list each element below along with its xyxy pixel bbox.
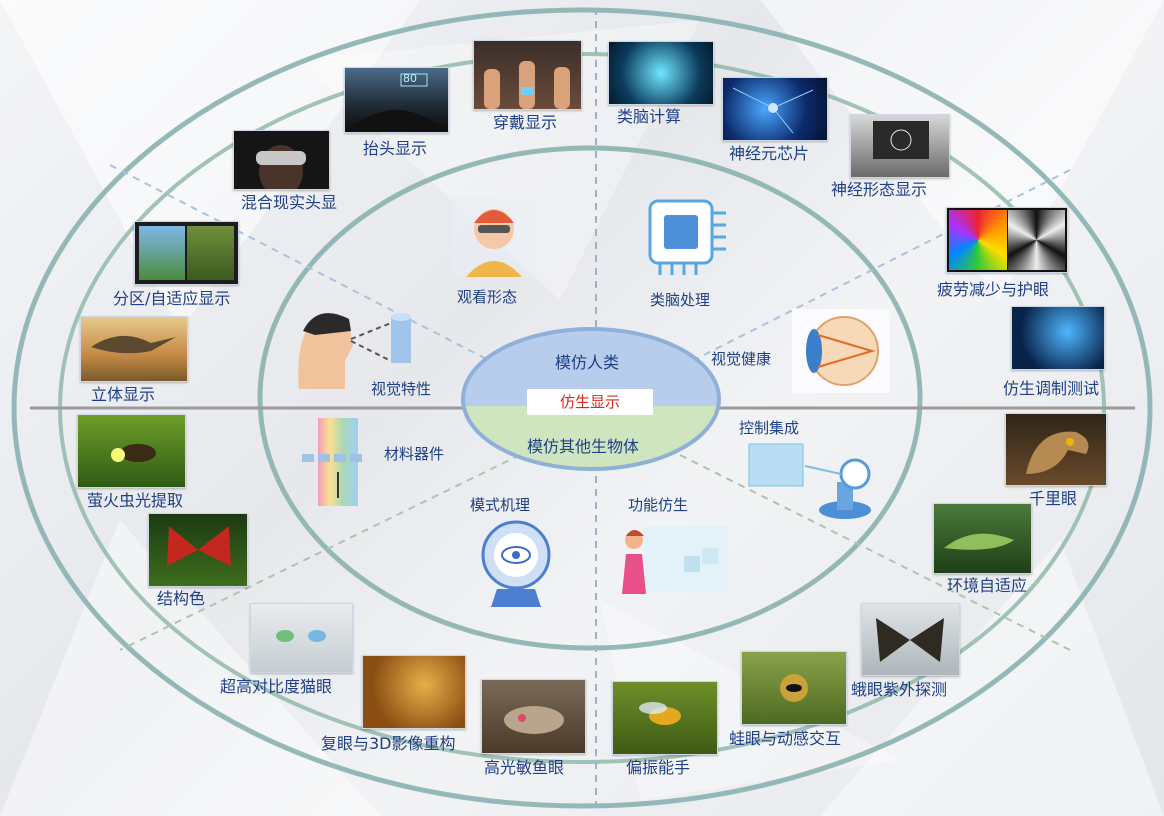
viewer-avatar-icon (452, 197, 538, 277)
moth-eye-label: 蛾眼紫外探测 (851, 681, 947, 699)
center-title-badge: 仿生显示 (527, 389, 653, 415)
eyeball-diagram-icon (792, 309, 890, 393)
center-bottom-label: 模仿其他生物体 (527, 433, 639, 457)
mixed-reality-headset-image (233, 130, 330, 190)
brain-like-processing-label: 类脑处理 (650, 291, 710, 309)
stereo-display-label: 立体显示 (91, 386, 155, 404)
butterfly-image (148, 513, 248, 587)
heads-up-display-label: 抬头显示 (363, 140, 427, 158)
zoned-adaptive-label: 分区/自适应显示 (113, 290, 230, 308)
visual-health-label: 视觉健康 (711, 350, 771, 368)
bionic-modulation-image (1011, 306, 1105, 370)
bionic-modulation-label: 仿生调制测试 (1003, 380, 1099, 398)
visual-characteristics-label: 视觉特性 (371, 380, 431, 398)
neuron-chip-image (722, 77, 828, 141)
cat-eye-label: 超高对比度猫眼 (220, 678, 332, 696)
presenter-icon (614, 520, 730, 598)
function-bionics-label: 功能仿生 (628, 496, 688, 514)
cat-eye-image (250, 603, 353, 673)
moth-image (861, 603, 960, 676)
stereo-dinosaur-image (80, 316, 188, 382)
eagle-image (1005, 413, 1107, 486)
frog-eye-label: 蛙眼与动感交互 (729, 730, 841, 748)
control-integration-icon (745, 440, 895, 522)
brain-computing-image (608, 41, 714, 105)
neuromorphic-display-image (850, 114, 950, 178)
environment-adaptive-label: 环境自适应 (947, 577, 1027, 595)
materials-devices-label: 材料器件 (384, 445, 444, 463)
zoned-display-image (134, 221, 239, 285)
firefly-image (77, 414, 186, 488)
mixed-reality-label: 混合现实头显 (241, 194, 337, 212)
mode-mechanism-label: 模式机理 (470, 496, 530, 514)
fatigue-eye-care-label: 疲劳减少与护眼 (937, 281, 1049, 299)
chameleon-image (933, 503, 1032, 574)
hud-speed-readout: 80 (403, 72, 417, 85)
wearable-hands-image (473, 40, 582, 110)
eagle-eye-label: 千里眼 (1029, 490, 1077, 508)
control-integration-label: 控制集成 (739, 419, 799, 437)
visual-characteristics-icon (295, 301, 425, 389)
frog-eye-image (741, 651, 847, 725)
firefly-extraction-label: 萤火虫光提取 (87, 492, 183, 510)
center-top-label: 模仿人类 (555, 349, 619, 373)
fish-eye-image (481, 679, 586, 754)
webcam-eye-icon (479, 517, 553, 609)
wearable-display-label: 穿戴显示 (493, 114, 557, 132)
fatigue-test-pattern-image (946, 207, 1068, 273)
polarization-label: 偏振能手 (626, 759, 690, 777)
hud-dashboard-image: 80 (344, 67, 449, 133)
neuron-chip-label: 神经元芯片 (729, 145, 809, 163)
hoverfly-image (612, 681, 718, 755)
neuromorphic-computing-label: 类脑计算 (617, 108, 681, 126)
materials-device-icon (298, 418, 376, 506)
structural-color-label: 结构色 (157, 590, 205, 608)
compound-eye-image (362, 655, 466, 729)
viewing-mode-label: 观看形态 (457, 288, 517, 306)
compound-eye-label: 复眼与3D影像重构 (321, 735, 456, 753)
chip-icon (632, 191, 730, 277)
fish-eye-label: 高光敏鱼眼 (484, 759, 564, 777)
neuromorphic-display-label: 神经形态显示 (831, 181, 927, 199)
